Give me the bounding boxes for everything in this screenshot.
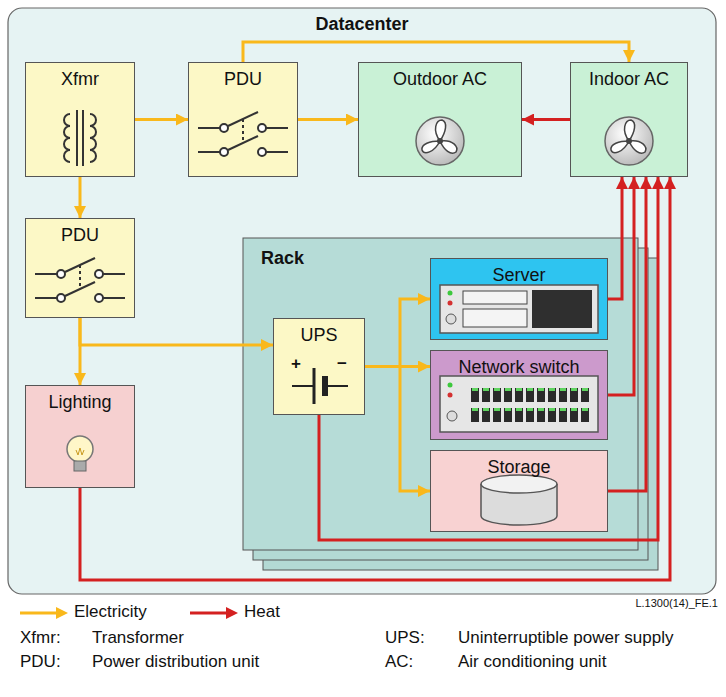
node-label: Rack xyxy=(261,248,304,270)
definition: Uninterruptible power supply xyxy=(458,628,673,648)
definition: Air conditioning unit xyxy=(458,652,606,672)
polarity-sign: + xyxy=(291,354,301,374)
electricity-arrow xyxy=(135,118,188,121)
server-icon xyxy=(440,285,598,333)
transformer-symbol xyxy=(64,110,96,166)
electricity-arrow xyxy=(298,118,358,121)
abbreviation: UPS: xyxy=(385,628,425,648)
heat-arrow xyxy=(608,177,622,299)
abbreviation: PDU: xyxy=(20,652,61,672)
definition: Transformer xyxy=(92,628,184,648)
node-label: PDU xyxy=(224,69,262,91)
legend-text: Heat xyxy=(244,602,280,622)
electricity-arrow xyxy=(80,318,273,345)
node-label: Outdoor AC xyxy=(393,69,487,91)
electricity-arrow xyxy=(365,367,430,492)
rack-region: RackServerUPS Network switchStorage xyxy=(243,238,638,550)
node-label: Lighting xyxy=(48,392,111,414)
battery-symbol xyxy=(292,368,348,404)
node-label: Network switch xyxy=(458,357,579,379)
node-label: Indoor AC xyxy=(589,69,669,91)
network-switch-box: Network switch xyxy=(430,350,608,440)
electricity-arrow xyxy=(365,299,430,367)
electricity-arrow xyxy=(79,177,82,218)
rack-layer xyxy=(243,238,638,550)
fan-icon xyxy=(416,117,464,165)
lighting-box: Lighting xyxy=(25,385,135,488)
ups-box: UPS xyxy=(273,318,365,415)
heat-arrow xyxy=(522,118,570,121)
electricity-arrow xyxy=(79,318,82,385)
abbreviation: Xfmr: xyxy=(20,628,61,648)
datacenter-region: DatacenterXfmrPDUOutdoor ACIndoor ACPDUR… xyxy=(8,8,716,594)
polarity-sign: − xyxy=(337,354,347,374)
abbreviation: AC: xyxy=(385,652,413,672)
node-label: Storage xyxy=(487,457,550,479)
ac-box: Outdoor AC xyxy=(358,62,522,177)
datacenter-ground xyxy=(8,8,716,594)
heat-arrow xyxy=(80,177,670,580)
transformer-box: Xfmr xyxy=(25,62,135,177)
legend-text: Electricity xyxy=(74,602,147,622)
pdu-box: PDU xyxy=(25,218,135,318)
node-label: Server xyxy=(492,265,545,287)
heat-arrow xyxy=(608,177,634,395)
server-box: Server xyxy=(430,258,608,340)
network-switch-icon xyxy=(440,376,598,432)
figure-id: L.1300(14)_FE.1 xyxy=(635,597,718,610)
heat-arrow xyxy=(319,177,658,540)
node-label: Xfmr xyxy=(61,69,99,91)
pdu-box: PDU xyxy=(188,62,298,177)
ac-box: Indoor AC xyxy=(570,62,688,177)
heat-arrow xyxy=(608,177,646,491)
node-label: UPS xyxy=(300,325,337,347)
switch-symbol xyxy=(198,112,288,156)
electricity-arrow xyxy=(243,42,629,62)
disk-icon xyxy=(481,475,557,525)
definition: Power distribution unit xyxy=(92,652,259,672)
fan-icon xyxy=(605,117,653,165)
switch-symbol xyxy=(35,258,125,302)
node-label: PDU xyxy=(61,225,99,247)
storage-box: Storage xyxy=(430,450,608,532)
bulb-icon xyxy=(67,436,93,471)
node-label: Datacenter xyxy=(315,14,408,36)
legend-sample xyxy=(20,607,238,619)
